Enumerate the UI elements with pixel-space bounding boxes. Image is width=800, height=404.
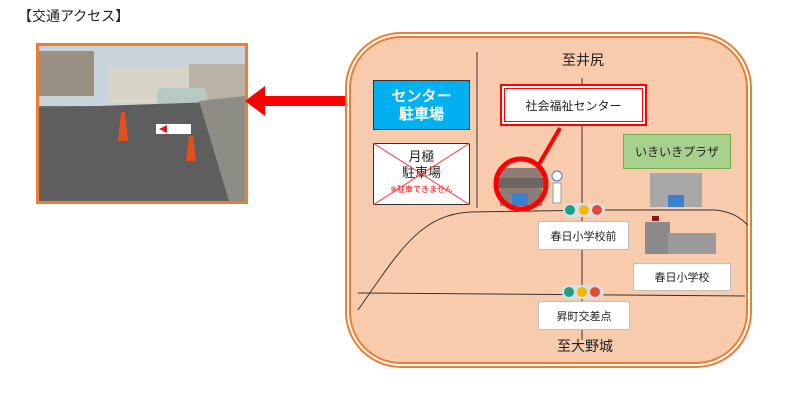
monthly-parking-label-1: 月極: [408, 150, 435, 165]
monthly-parking-box: 月極 駐車場 ※駐車できません: [373, 143, 470, 205]
north-road-label: 至井尻: [562, 53, 604, 69]
signal-kasuga-elementary-label: 春日小学校前: [538, 221, 629, 250]
no-parking-note: ※駐車できません: [390, 185, 453, 194]
ikiiki-building-icon: [650, 173, 702, 207]
arrow-icon: [245, 86, 362, 116]
center-parking-label-2: 駐車場: [398, 105, 444, 123]
school-building-icon: [645, 216, 716, 254]
center-parking-label-1: センター: [391, 87, 452, 105]
kasuga-elementary-label: 春日小学校: [633, 263, 731, 291]
traffic-light-icon: [562, 285, 604, 299]
center-parking-box: センター 駐車場: [373, 80, 470, 130]
welfare-center-label: 社会福祉センター: [500, 84, 647, 126]
cross-out-icon: [373, 143, 470, 205]
traffic-light-icon: [563, 203, 605, 217]
parking-photo: [36, 43, 248, 204]
highlight-circle-icon: [493, 156, 549, 212]
bus-stop-icon: [551, 170, 563, 204]
section-title: 【交通アクセス】: [18, 9, 130, 25]
south-road-label: 至大野城: [557, 339, 613, 355]
ikiiki-plaza-label: いきいきプラザ: [623, 134, 731, 169]
parking-photo-image: [39, 46, 245, 201]
welfare-center-building-icon: [497, 168, 545, 206]
noborimachi-intersection-label: 昇町交差点: [538, 301, 630, 330]
